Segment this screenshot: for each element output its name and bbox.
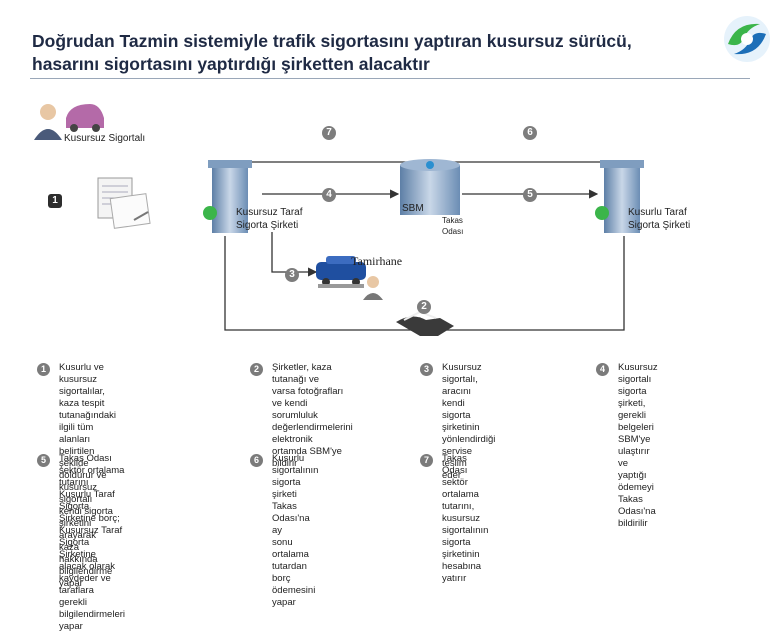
step-number: 5 bbox=[37, 454, 50, 467]
sbm-building-icon bbox=[400, 159, 460, 215]
title-divider bbox=[30, 78, 750, 79]
repair-shop-car-icon bbox=[316, 256, 366, 288]
page-title: Doğrudan Tazmin sistemiyle trafik sigort… bbox=[32, 30, 722, 76]
step-number: 2 bbox=[250, 363, 263, 376]
badge-step-4: 4 bbox=[322, 188, 336, 202]
title-line-1: Doğrudan Tazmin sistemiyle trafik sigort… bbox=[32, 31, 632, 51]
insured-label: Kusursuz Sigortalı bbox=[64, 133, 146, 144]
step-number: 1 bbox=[37, 363, 50, 376]
insurer-right-label-1: Kusurlu Taraf bbox=[628, 207, 687, 218]
insurer-building-left-icon bbox=[203, 160, 252, 233]
accident-report-icon bbox=[97, 177, 151, 229]
clearing-label-1: Takas bbox=[442, 216, 463, 225]
line-2-right bbox=[432, 236, 625, 331]
repair-shop-label: Tamirhane bbox=[351, 254, 403, 268]
insurer-left-label-1: Kusursuz Taraf bbox=[236, 207, 303, 218]
sbm-label: SBM bbox=[402, 203, 424, 214]
insurer-building-right-icon bbox=[595, 160, 644, 233]
badge-step-6: 6 bbox=[523, 126, 537, 140]
flow-diagram bbox=[34, 104, 644, 336]
step-number: 7 bbox=[420, 454, 433, 467]
step-number: 3 bbox=[420, 363, 433, 376]
badge-step-2: 2 bbox=[417, 300, 431, 314]
insurer-left-label-2: Sigorta Şirketi bbox=[236, 220, 299, 231]
title-line-2: hasarını sigortasını yaptırdığı şirkette… bbox=[32, 54, 430, 74]
mechanic-icon bbox=[363, 276, 383, 300]
step-number: 4 bbox=[596, 363, 609, 376]
badge-step-7: 7 bbox=[322, 126, 336, 140]
company-logo-icon bbox=[724, 16, 770, 62]
line-3 bbox=[271, 232, 318, 277]
handshake-icon bbox=[396, 310, 454, 336]
badge-step-5: 5 bbox=[523, 188, 537, 202]
insured-person-icon bbox=[34, 104, 104, 140]
insurer-right-label-2: Sigorta Şirketi bbox=[628, 220, 691, 231]
badge-step-1: 1 bbox=[48, 194, 62, 208]
step-number: 6 bbox=[250, 454, 263, 467]
badge-step-3: 3 bbox=[285, 268, 299, 282]
clearing-label-2: Odası bbox=[442, 227, 464, 236]
